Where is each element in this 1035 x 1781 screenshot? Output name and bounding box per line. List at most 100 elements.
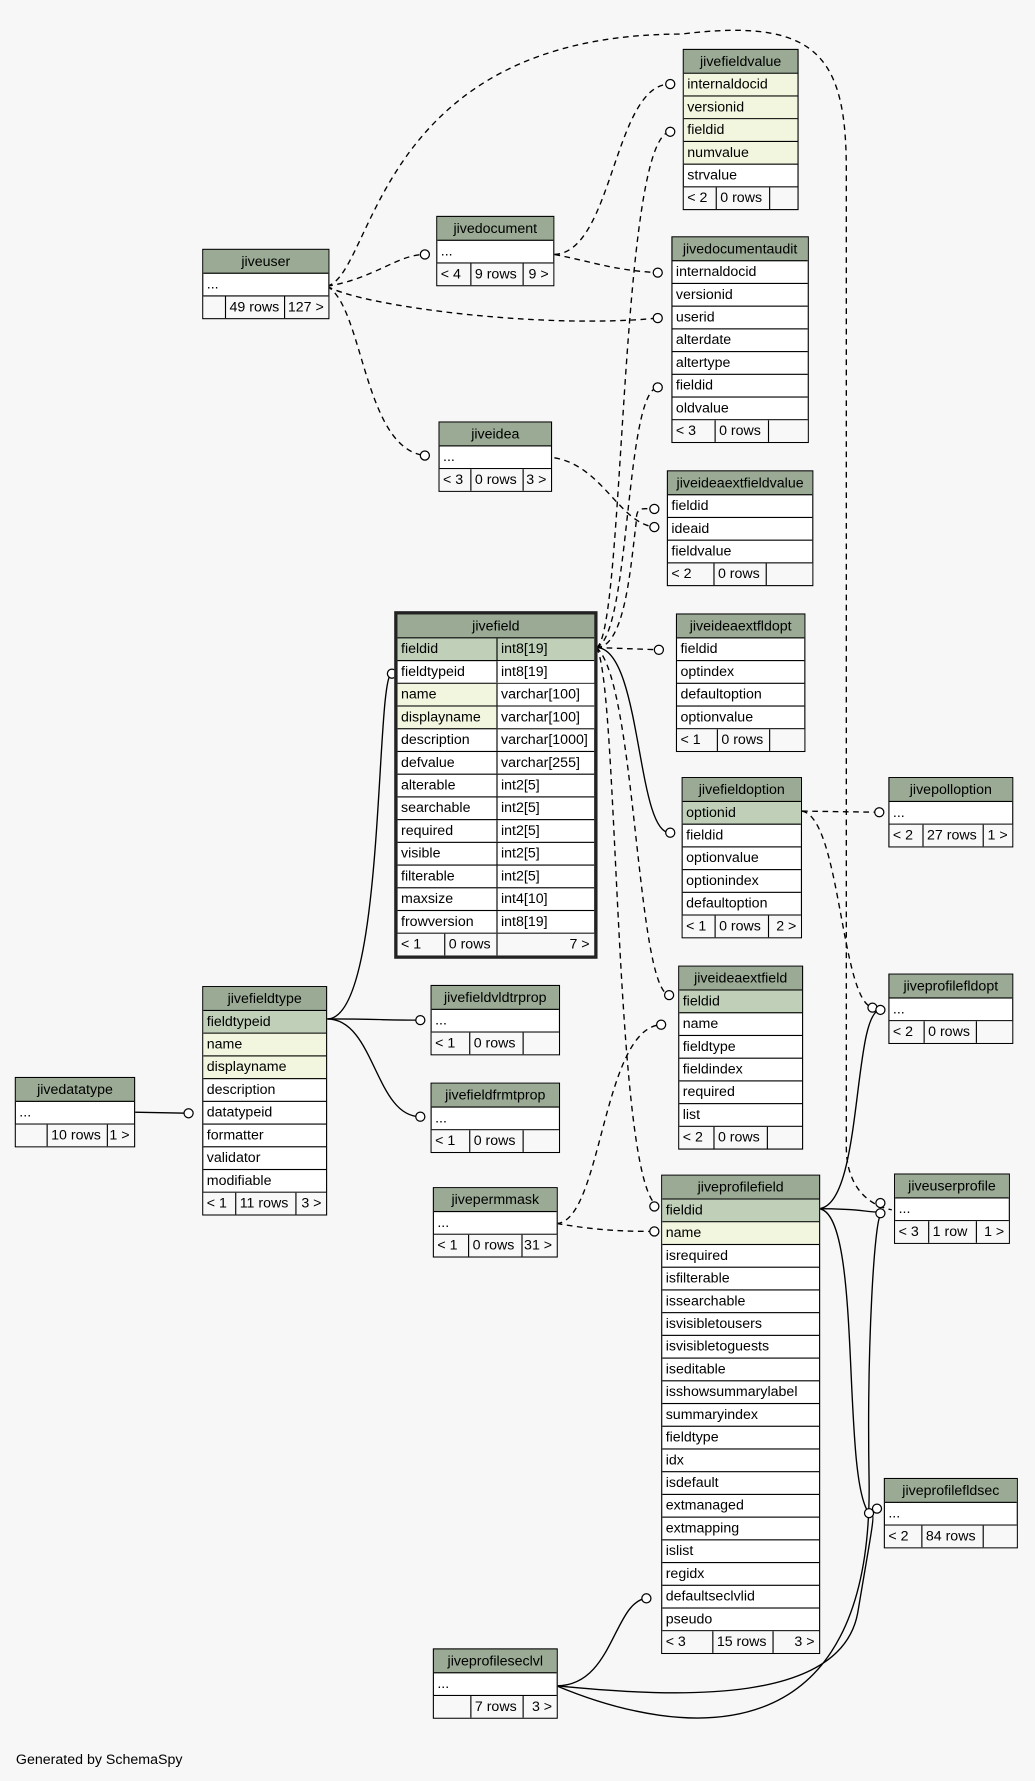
- table-title: jivefieldtype: [203, 987, 327, 1012]
- column-row: optionvalue: [677, 707, 805, 730]
- column-row: fieldid: [662, 1199, 820, 1223]
- column-row: idx: [662, 1450, 820, 1473]
- table-footer: < 2 0 rows: [667, 563, 813, 586]
- table-jivedatatype[interactable]: jivedatatype ... 10 rows 1 >: [14, 1076, 136, 1148]
- column-row: fieldtype: [679, 1036, 803, 1059]
- column-row: modifiable: [203, 1170, 327, 1193]
- column-row: fieldid: [682, 825, 801, 848]
- table-title: jivedocumentaudit: [672, 237, 808, 262]
- table-jiveuser[interactable]: jiveuser ... 49 rows 127 >: [202, 248, 330, 320]
- table-jivepermmask[interactable]: jivepermmask ... < 1 0 rows 31 >: [432, 1187, 558, 1258]
- column-row: alterdate: [672, 329, 808, 353]
- table-jiveideaextfield[interactable]: jiveideaextfield fieldid name fieldtype …: [678, 965, 804, 1150]
- table-footer: 10 rows 1 >: [15, 1124, 135, 1147]
- table-title: jiveprofilefldsec: [884, 1479, 1017, 1503]
- table-footer: < 1 0 rows: [431, 1032, 559, 1055]
- column-row: isshowsummarylabel: [662, 1381, 820, 1405]
- column-row: description: [203, 1079, 327, 1102]
- column-row: name: [679, 1013, 803, 1037]
- column-row: altertype: [672, 352, 808, 375]
- column-row: userid: [672, 307, 808, 330]
- table-footer: < 2 27 rows 1 >: [889, 824, 1013, 847]
- column-row: ...: [203, 274, 329, 297]
- column-row: internaldocid: [672, 261, 808, 284]
- column-row: isvisibletoguests: [662, 1336, 820, 1359]
- column-row: fieldtypeid: [203, 1011, 327, 1034]
- table-title: jiveuser: [203, 249, 329, 274]
- column-row: isfilterable: [662, 1268, 820, 1291]
- table-jiveuserprofile[interactable]: jiveuserprofile ... < 3 1 row 1 >: [894, 1173, 1010, 1244]
- column-row: optionid: [682, 802, 801, 825]
- table-jiveprofileseclvl[interactable]: jiveprofileseclvl ... 7 rows 3 >: [432, 1648, 558, 1719]
- table-jivepolloption[interactable]: jivepolloption ... < 2 27 rows 1 >: [888, 777, 1014, 848]
- column-row: formatter: [203, 1125, 327, 1148]
- table-footer: < 1 11 rows 3 >: [203, 1192, 327, 1215]
- table-jiveidea[interactable]: jiveidea ... < 3 0 rows 3 >: [438, 421, 553, 492]
- column-row: internaldocid: [683, 73, 798, 97]
- table-footer: < 2 0 rows: [889, 1021, 1013, 1043]
- table-title: jiveidea: [439, 422, 551, 447]
- column-row: required: [679, 1081, 803, 1105]
- column-row: isvisibletousers: [662, 1313, 820, 1336]
- column-row: name: [662, 1222, 820, 1246]
- table-title: jivefieldfrmtprop: [431, 1083, 559, 1108]
- column-row: optionvalue: [682, 847, 801, 871]
- table-jivefieldvalue[interactable]: jivefieldvalue internaldocid versionid f…: [682, 48, 799, 211]
- column-row: issearchable: [662, 1290, 820, 1314]
- column-row: summaryindex: [662, 1404, 820, 1427]
- column-row: ...: [431, 1010, 559, 1033]
- column-row: defaultoption: [682, 893, 801, 916]
- table-title: jivedocument: [437, 216, 554, 241]
- table-footer: < 3 0 rows: [672, 420, 808, 442]
- table-jivefieldtype[interactable]: jivefieldtype fieldtypeid name displayna…: [202, 986, 328, 1216]
- table-footer: < 1 0 rows 2 >: [682, 915, 801, 938]
- table-jivefieldvldtrprop[interactable]: jivefieldvldtrprop ... < 1 0 rows: [430, 984, 561, 1056]
- table-footer: < 3 15 rows 3 >: [662, 1631, 820, 1653]
- table-title: jiveideaextfield: [679, 966, 803, 991]
- table-jiveideaextfldopt[interactable]: jiveideaextfldopt fieldid optindex defau…: [675, 613, 806, 753]
- table-jiveideaextfieldvalue[interactable]: jiveideaextfieldvalue fieldid ideaid fie…: [666, 470, 814, 587]
- column-row: strvalue: [683, 165, 798, 188]
- column-row: validator: [203, 1147, 327, 1171]
- table-jiveprofilefldsec[interactable]: jiveprofilefldsec ... < 2 84 rows: [883, 1477, 1018, 1549]
- column-row: extmapping: [662, 1518, 820, 1541]
- column-row: defaultoption: [677, 684, 805, 707]
- table-jivedocumentaudit[interactable]: jivedocumentaudit internaldocid versioni…: [671, 236, 809, 444]
- column-row: ...: [884, 1503, 1017, 1526]
- column-row: iseditable: [662, 1359, 820, 1382]
- table-footer: < 2 0 rows: [683, 187, 798, 210]
- column-row: fieldid: [683, 119, 798, 142]
- column-row: ...: [437, 241, 554, 264]
- column-row: fieldtype: [662, 1427, 820, 1450]
- table-footer: < 1 0 rows: [431, 1130, 559, 1152]
- column-row: ...: [439, 446, 551, 470]
- table-jivefieldfrmtprop[interactable]: jivefieldfrmtprop ... < 1 0 rows: [430, 1082, 561, 1154]
- column-row: versionid: [672, 284, 808, 307]
- column-row: defaultseclvlid: [662, 1586, 820, 1609]
- table-jiveprofilefield[interactable]: jiveprofilefield fieldid name isrequired…: [661, 1174, 821, 1655]
- table-footer: < 3 0 rows 3 >: [439, 469, 551, 491]
- table-title: jivepolloption: [889, 778, 1013, 803]
- column-row: optionindex: [682, 870, 801, 893]
- column-row: ...: [895, 1198, 1009, 1222]
- column-row: name: [203, 1033, 327, 1057]
- table-footer: < 2 0 rows: [679, 1126, 803, 1149]
- column-row: islist: [662, 1540, 820, 1564]
- table-title: jivefieldvldtrprop: [431, 986, 559, 1010]
- table-footer: < 4 9 rows 9 >: [437, 263, 554, 286]
- table-jivefieldoption[interactable]: jivefieldoption optionid fieldid optionv…: [681, 777, 803, 939]
- table-jiveprofilefldopt[interactable]: jiveprofilefldopt ... < 2 0 rows: [888, 973, 1014, 1044]
- table-jivedocument[interactable]: jivedocument ... < 4 9 rows 9 >: [436, 215, 555, 287]
